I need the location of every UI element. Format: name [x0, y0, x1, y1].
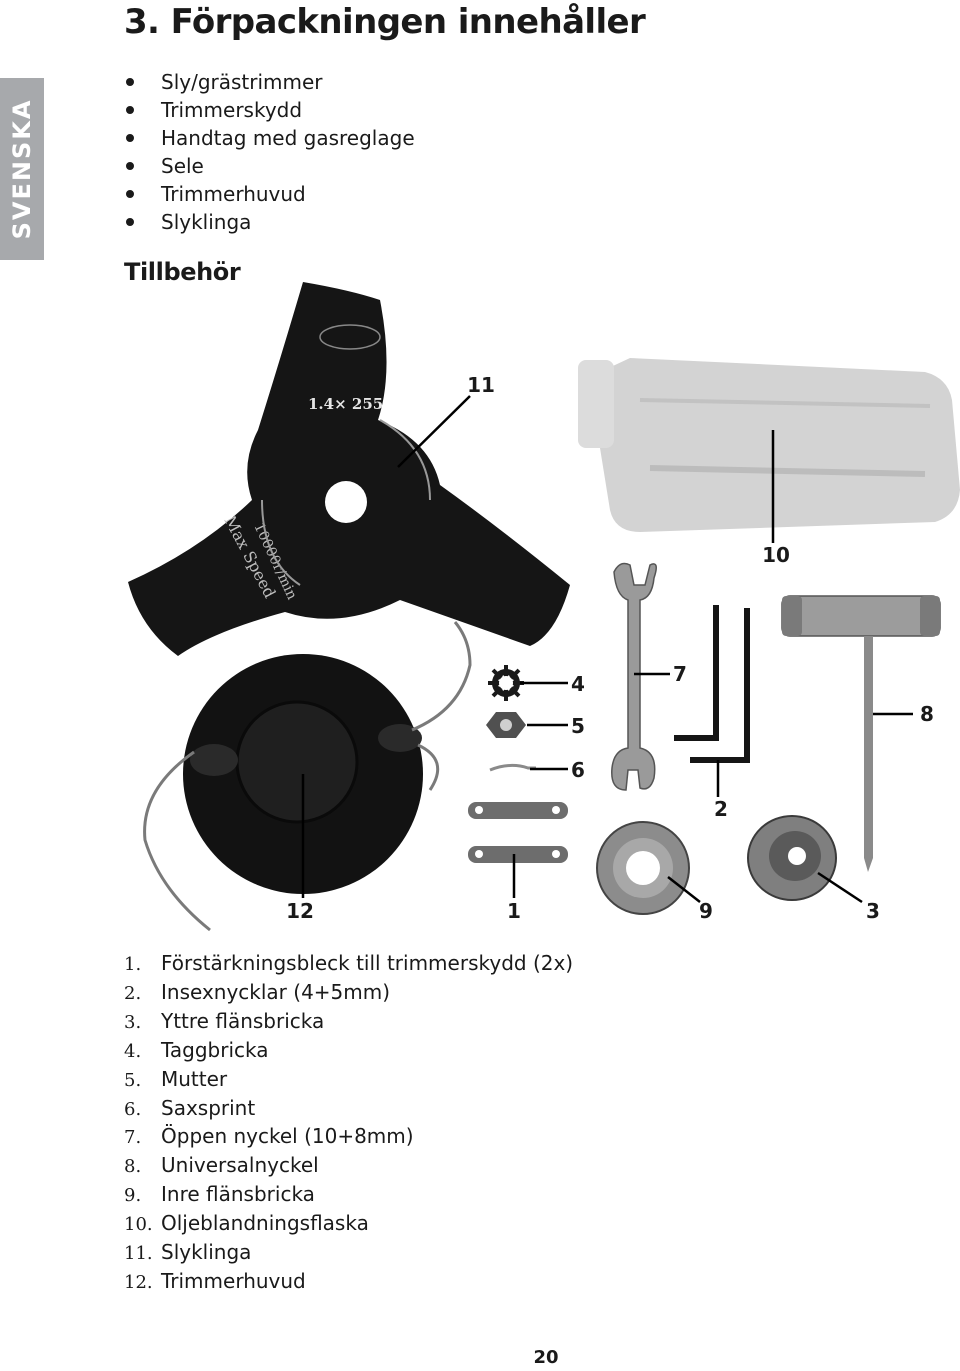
list-item: Slyklinga: [124, 208, 415, 236]
universal-wrench-image: [781, 595, 941, 872]
list-item-number: 2.: [124, 982, 142, 1004]
reinforcement-plates-image: [468, 802, 568, 863]
brush-blade-image: 1.4× 255 Max Speed 10000r/min: [128, 282, 570, 656]
list-item: 3. Yttre flänsbricka: [124, 1008, 573, 1037]
list-item: 1. Förstärkningsbleck till trimmerskydd (…: [124, 950, 573, 979]
list-item: Handtag med gasreglage: [124, 124, 415, 152]
list-item-label: Förstärkningsbleck till trimmerskydd (2x…: [161, 951, 574, 975]
package-contents-list: Sly/grästrimmer Trimmerskydd Handtag med…: [124, 68, 415, 236]
callout-leader-lines: [301, 395, 913, 904]
list-item-label: Oljeblandningsflaska: [161, 1211, 369, 1236]
list-item: Trimmerskydd: [124, 96, 415, 124]
section-title: 3. Förpackningen innehåller: [124, 2, 646, 42]
list-item: 4. Taggbricka: [124, 1037, 573, 1066]
list-item-number: 4.: [124, 1040, 142, 1062]
list-item-number: 11.: [124, 1243, 153, 1265]
open-end-wrench-image: [611, 562, 657, 791]
list-item-number: 1.: [124, 954, 142, 975]
list-item: 11. Slyklinga: [124, 1239, 573, 1268]
list-item-label: Mutter: [161, 1066, 228, 1091]
list-item-label: Saxsprint: [161, 1095, 256, 1120]
cotter-pin-image: [489, 763, 536, 772]
list-item-label: Trimmerhuvud: [161, 1268, 306, 1293]
list-item: 5. Mutter: [124, 1066, 573, 1095]
list-item-number: 12.: [124, 1271, 153, 1293]
list-item-label: Inre flänsbricka: [161, 1182, 315, 1207]
list-item: 12. Trimmerhuvud: [124, 1268, 573, 1297]
trimmer-head-image: [143, 621, 472, 932]
list-item-label: Insexnycklar (4+5mm): [161, 979, 391, 1004]
accessories-photo: 1.4× 255 Max Speed 10000r/min: [128, 282, 960, 932]
callout-3: 3: [866, 899, 880, 923]
list-item-number: 7.: [124, 1127, 142, 1149]
callout-5: 5: [571, 714, 585, 738]
callout-4: 4: [571, 672, 585, 696]
list-item: 8. Universalnyckel: [124, 1152, 573, 1181]
callout-11: 11: [467, 373, 495, 397]
callout-9: 9: [699, 899, 713, 923]
callout-10: 10: [762, 543, 790, 567]
list-item: 10. Oljeblandningsflaska: [124, 1210, 573, 1239]
list-item: 2. Insexnycklar (4+5mm): [124, 979, 573, 1008]
list-item-number: 6.: [124, 1098, 142, 1120]
list-item: Sly/grästrimmer: [124, 68, 415, 96]
oil-bottle-image: [578, 358, 960, 532]
list-item-label: Taggbricka: [161, 1037, 269, 1062]
callout-1: 1: [507, 899, 521, 923]
list-item-label: Universalnyckel: [161, 1153, 319, 1178]
list-item: 7. Öppen nyckel (10+8mm): [124, 1123, 573, 1152]
accessories-title: Tillbehör: [124, 258, 241, 286]
list-item-label: Yttre flänsbricka: [161, 1008, 325, 1033]
parts-legend-list: 1. Förstärkningsbleck till trimmerskydd (…: [124, 950, 573, 1297]
callout-8: 8: [920, 702, 934, 726]
list-item: Sele: [124, 152, 415, 180]
star-washer-image: [488, 665, 524, 701]
list-item-number: 9.: [124, 1185, 142, 1207]
list-item-number: 3.: [124, 1011, 142, 1033]
inner-flange-washer-image: [596, 821, 690, 915]
list-item: 6. Saxsprint: [124, 1095, 573, 1124]
list-item: Trimmerhuvud: [124, 180, 415, 208]
callout-12: 12: [286, 899, 314, 923]
callout-7: 7: [673, 662, 687, 686]
list-item: 9. Inre flänsbricka: [124, 1181, 573, 1210]
callout-2: 2: [714, 797, 728, 821]
page-number: 20: [533, 1347, 559, 1368]
list-item-number: 10.: [124, 1214, 153, 1236]
list-item-number: 5.: [124, 1069, 142, 1091]
callout-6: 6: [571, 758, 585, 782]
list-item-label: Slyklinga: [161, 1240, 252, 1265]
list-item-label: Öppen nyckel (10+8mm): [161, 1124, 414, 1149]
blade-size-text: 1.4× 255: [308, 395, 383, 413]
list-item-number: 8.: [124, 1156, 142, 1178]
nut-image: [486, 712, 526, 738]
hex-keys-image: [674, 605, 750, 763]
language-tab: SVENSKA: [0, 78, 44, 260]
outer-flange-washer-image: [747, 815, 837, 901]
